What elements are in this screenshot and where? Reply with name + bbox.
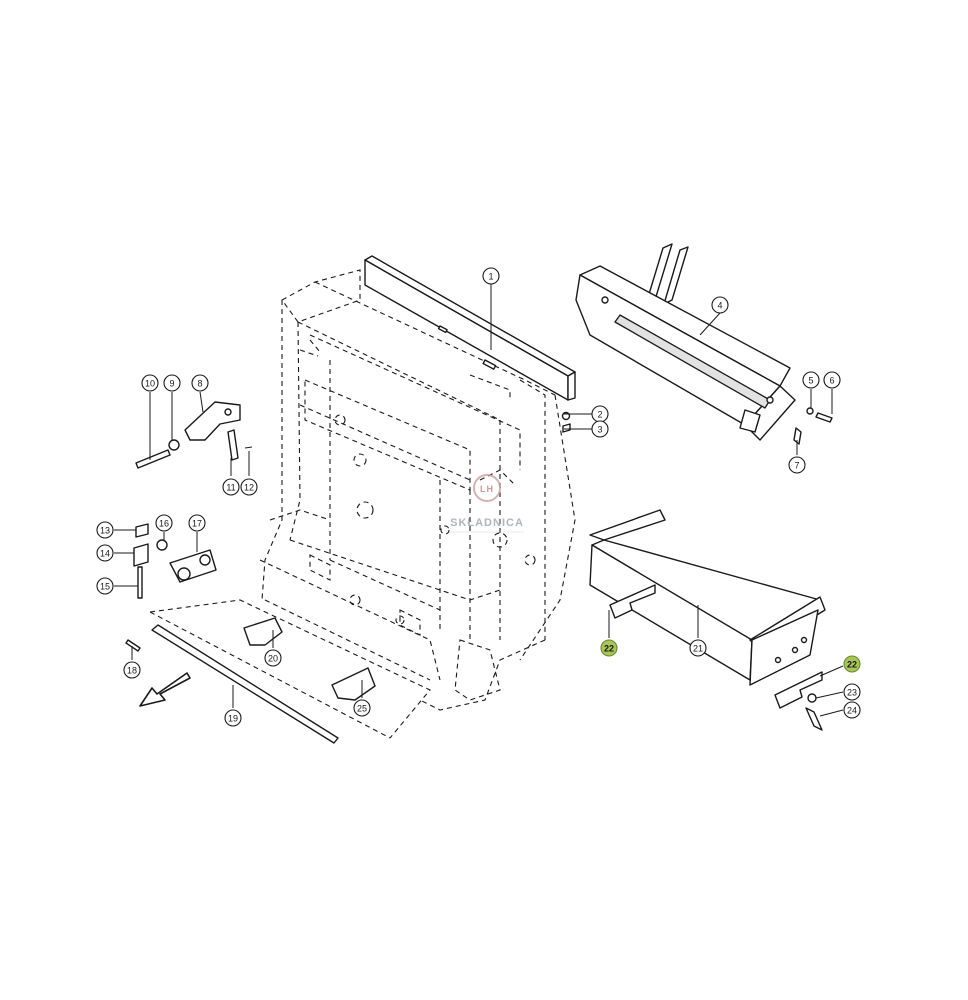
callout-label: 6 — [829, 376, 834, 386]
callout-11: 11 — [222, 478, 240, 496]
part-1-rail — [364, 255, 576, 401]
chassis-frame — [149, 269, 576, 739]
callout-circle — [155, 514, 173, 532]
callout-label: 8 — [197, 379, 202, 389]
callout-circle — [353, 699, 371, 717]
callout-circle — [163, 374, 181, 392]
callout-circle — [823, 371, 841, 389]
callout-circle — [689, 639, 707, 657]
callout-circle — [240, 478, 258, 496]
callout-circle — [188, 514, 206, 532]
callout-circle — [191, 374, 209, 392]
callout-circle — [264, 649, 282, 667]
callout-label: 22 — [847, 660, 857, 670]
watermark-text: SKŁADNICA — [450, 517, 524, 529]
part-21-cradle — [589, 509, 826, 686]
callout-6: 6 — [823, 371, 841, 389]
callout-label: 17 — [192, 519, 202, 529]
callout-circle — [591, 420, 609, 438]
watermark-initials: LH — [480, 484, 494, 494]
callout-label: 15 — [100, 582, 110, 592]
callout-label: 18 — [127, 666, 137, 676]
callout-circle — [224, 709, 242, 727]
callout-circle — [843, 701, 861, 719]
callout-16: 16 — [155, 514, 173, 532]
leader-lines — [114, 284, 844, 717]
callout-14: 14 — [96, 544, 114, 562]
callout-circle — [843, 683, 861, 701]
callout-circle — [96, 521, 114, 539]
callout-13: 13 — [96, 521, 114, 539]
callout-25: 25 — [353, 699, 371, 717]
callout-label: 11 — [226, 483, 235, 493]
callout-label: 1 — [488, 272, 493, 282]
callout-circle — [600, 639, 618, 657]
callout-label: 4 — [717, 301, 722, 311]
part-22-clips — [609, 584, 823, 709]
callout-18: 18 — [123, 661, 141, 679]
callout-24: 24 — [843, 701, 861, 719]
part-4-housing — [575, 243, 796, 441]
callout-label: 7 — [794, 461, 799, 471]
hardware — [125, 401, 833, 744]
callout-label: 24 — [847, 706, 857, 716]
callout-circle — [96, 577, 114, 595]
callout-3: 3 — [591, 420, 609, 438]
callout-circle — [123, 661, 141, 679]
callout-22b: 22 — [843, 655, 861, 673]
arrow-icon — [139, 672, 191, 707]
callout-4: 4 — [711, 296, 729, 314]
callout-label: 9 — [169, 379, 174, 389]
callout-label: 20 — [268, 654, 278, 664]
callout-label: 10 — [145, 379, 155, 389]
callout-label: 21 — [693, 644, 703, 654]
callout-17: 17 — [188, 514, 206, 532]
callout-circle — [141, 374, 159, 392]
callout-9: 9 — [163, 374, 181, 392]
callout-label: 23 — [847, 688, 857, 698]
callout-2: 2 — [591, 405, 609, 423]
callout-21: 21 — [689, 639, 707, 657]
callout-circle — [482, 267, 500, 285]
callout-label: 16 — [159, 519, 169, 529]
callout-1: 1 — [482, 267, 500, 285]
callout-19: 19 — [224, 709, 242, 727]
callout-7: 7 — [788, 456, 806, 474]
callout-label: 13 — [100, 526, 110, 536]
callout-label: 22 — [604, 644, 614, 654]
callout-8: 8 — [191, 374, 209, 392]
callout-circle — [788, 456, 806, 474]
callout-label: 3 — [597, 425, 602, 435]
callout-12: 12 — [240, 478, 258, 496]
callout-20: 20 — [264, 649, 282, 667]
callout-15: 15 — [96, 577, 114, 595]
callout-circle — [843, 655, 861, 673]
callout-circle — [711, 296, 729, 314]
callout-5: 5 — [802, 371, 820, 389]
callout-label: 25 — [357, 704, 367, 714]
callout-circle — [802, 371, 820, 389]
callout-circle — [222, 478, 240, 496]
callout-label: 14 — [100, 549, 110, 559]
callout-circle — [96, 544, 114, 562]
callout-22a: 22 — [600, 639, 618, 657]
callout-10: 10 — [141, 374, 159, 392]
callout-label: 2 — [597, 410, 602, 420]
callout-label: 19 — [228, 714, 238, 724]
callout-label: 5 — [808, 376, 813, 386]
watermark-logo: LH SKŁADNICA — [450, 474, 524, 533]
callout-23: 23 — [843, 683, 861, 701]
callout-label: 12 — [244, 483, 254, 493]
